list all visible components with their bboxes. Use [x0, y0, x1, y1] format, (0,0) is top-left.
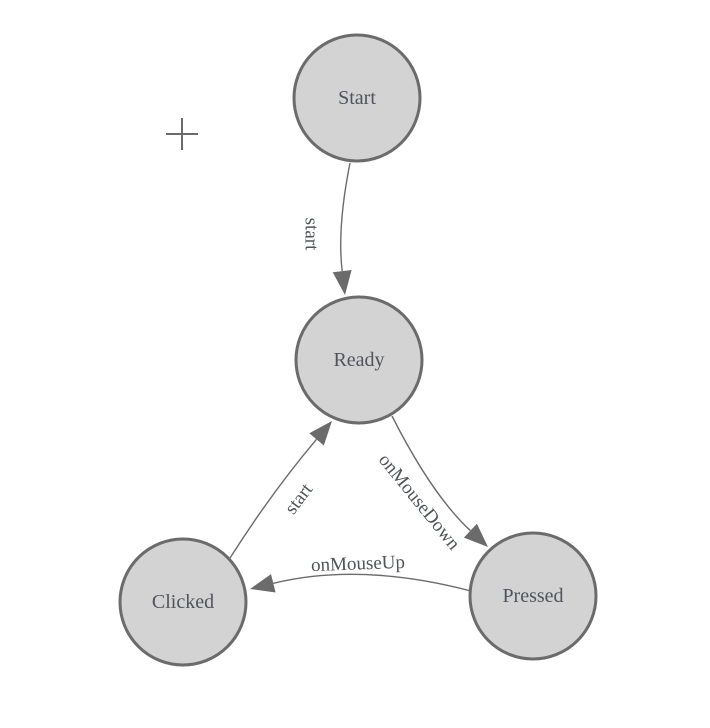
state-circle[interactable] [292, 33, 422, 163]
state-node-pressed[interactable]: Pressed [468, 531, 598, 661]
transition-label: onMouseUp [311, 552, 406, 576]
state-node-start[interactable]: Start [292, 33, 422, 163]
transition-label: start [281, 479, 318, 518]
state-circle[interactable] [294, 295, 424, 425]
state-label: Pressed [502, 585, 563, 607]
transition-pressed-to-clicked[interactable]: onMouseUp [250, 552, 472, 593]
transition-line[interactable] [340, 162, 351, 272]
state-label: Start [338, 87, 376, 109]
arrowhead-icon [309, 421, 332, 446]
transition-line[interactable] [229, 438, 318, 559]
state-node-ready[interactable]: Ready [294, 295, 424, 425]
transition-clicked-to-ready[interactable]: start [229, 421, 332, 559]
transition-start-to-ready[interactable]: start [301, 162, 352, 295]
state-circle[interactable] [468, 531, 598, 661]
state-node-clicked[interactable]: Clicked [118, 537, 248, 667]
arrowhead-icon [332, 270, 352, 295]
transition-label: start [301, 218, 322, 251]
transition-line[interactable] [273, 573, 472, 592]
transition-line[interactable] [391, 415, 471, 532]
arrowhead-icon [250, 574, 276, 593]
state-circle[interactable] [118, 537, 248, 667]
crosshair-cursor-icon [166, 118, 198, 150]
transition-ready-to-pressed[interactable]: onMouseDown [374, 415, 488, 555]
state-label: Ready [333, 349, 384, 371]
state-label: Clicked [152, 591, 214, 613]
arrowhead-icon [463, 523, 488, 547]
